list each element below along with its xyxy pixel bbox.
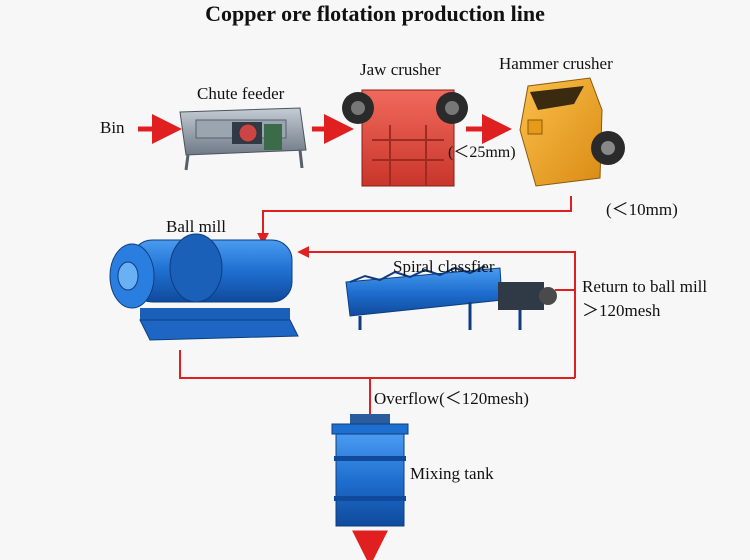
hammer-crusher-label: Hammer crusher (499, 54, 613, 73)
return-mesh-label: ＞120mesh (582, 301, 661, 320)
jaw-crusher-label: Jaw crusher (360, 60, 441, 79)
hammer-crusher-size-label: (＜10mm) (606, 200, 678, 219)
spiral-classifier-image (345, 265, 557, 330)
ball-mill-image (109, 233, 299, 341)
jaw-crusher-image (342, 89, 468, 187)
jaw-crusher-size-label: (＜25mm) (448, 144, 516, 161)
line-overflow (179, 350, 575, 379)
hammer-crusher-image (519, 77, 625, 187)
line-hammer-to-ball-mill (257, 196, 572, 245)
chute-feeder-label: Chute feeder (197, 84, 285, 103)
return-label: Return to ball mill (582, 277, 708, 296)
bin-label: Bin (100, 118, 125, 137)
overflow-label: Overflow(＜120mesh) (374, 389, 529, 408)
chute-feeder-image (179, 107, 307, 171)
diagram-title: Copper ore flotation production line (205, 1, 545, 26)
spiral-classifier-label: Spiral classfier (393, 257, 495, 276)
ball-mill-label: Ball mill (166, 217, 226, 236)
mixing-tank-image (331, 414, 409, 527)
mixing-tank-label: Mixing tank (410, 464, 494, 483)
